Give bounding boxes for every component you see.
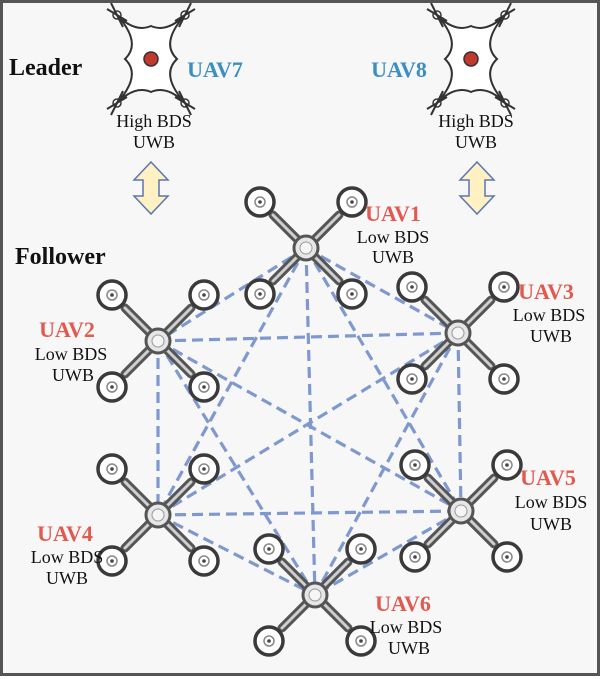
uav7-bds-label: High BDS — [116, 111, 192, 131]
uav6-uwb-label: UWB — [388, 638, 430, 658]
uav2-uwb-label: UWB — [52, 365, 94, 385]
uav3-name-label: UAV3 — [518, 279, 574, 304]
uav7-name-label: UAV7 — [187, 57, 243, 82]
link-arrow-right-icon — [459, 161, 495, 215]
uav1-bds-label: Low BDS — [357, 227, 430, 247]
uav8-name-label: UAV8 — [371, 57, 427, 82]
uav5-name-label: UAV5 — [520, 465, 576, 490]
link-uav3-uav5 — [456, 332, 463, 512]
uav8-uwb-label: UWB — [455, 132, 497, 152]
diagram-canvas: Leader Follower UAV7 High BDS UWB UAV8 H… — [9, 3, 588, 679]
follower-group-label: Follower — [15, 244, 106, 270]
follower-communication-links — [156, 246, 463, 597]
uav2-bds-label: Low BDS — [35, 344, 108, 364]
link-uav1-uav4 — [156, 247, 308, 516]
uav2-name-label: UAV2 — [39, 317, 95, 342]
leader-drone-uav7-icon — [106, 3, 196, 116]
uav4-bds-label: Low BDS — [31, 547, 104, 567]
follower-drone-uav6-icon — [255, 535, 375, 655]
link-uav2-uav6 — [156, 340, 317, 596]
link-uav1-uav2 — [157, 246, 307, 343]
uav6-name-label: UAV6 — [375, 591, 431, 616]
link-uav4-uav5 — [157, 509, 462, 517]
uav7-uwb-label: UWB — [133, 132, 175, 152]
leader-drone-uav8-icon — [426, 3, 516, 116]
link-uav5-uav6 — [314, 509, 462, 597]
link-uav3-uav6 — [313, 332, 460, 596]
uav4-name-label: UAV4 — [37, 521, 93, 546]
link-uav3-uav4 — [157, 331, 459, 517]
uav3-uwb-label: UWB — [530, 326, 572, 346]
uav5-bds-label: Low BDS — [515, 492, 588, 512]
uav3-bds-label: Low BDS — [513, 305, 586, 325]
uav1-name-label: UAV1 — [365, 201, 421, 226]
uav6-bds-label: Low BDS — [370, 617, 443, 637]
link-uav2-uav5 — [157, 339, 462, 513]
uav8-bds-label: High BDS — [438, 111, 514, 131]
leader-group-label: Leader — [9, 55, 83, 81]
link-uav1-uav3 — [305, 246, 459, 335]
uav5-uwb-label: UWB — [530, 514, 572, 534]
link-arrow-left-icon — [133, 161, 169, 215]
uav1-uwb-label: UWB — [372, 247, 414, 267]
uav4-uwb-label: UWB — [46, 568, 88, 588]
link-uav4-uav6 — [157, 513, 316, 597]
